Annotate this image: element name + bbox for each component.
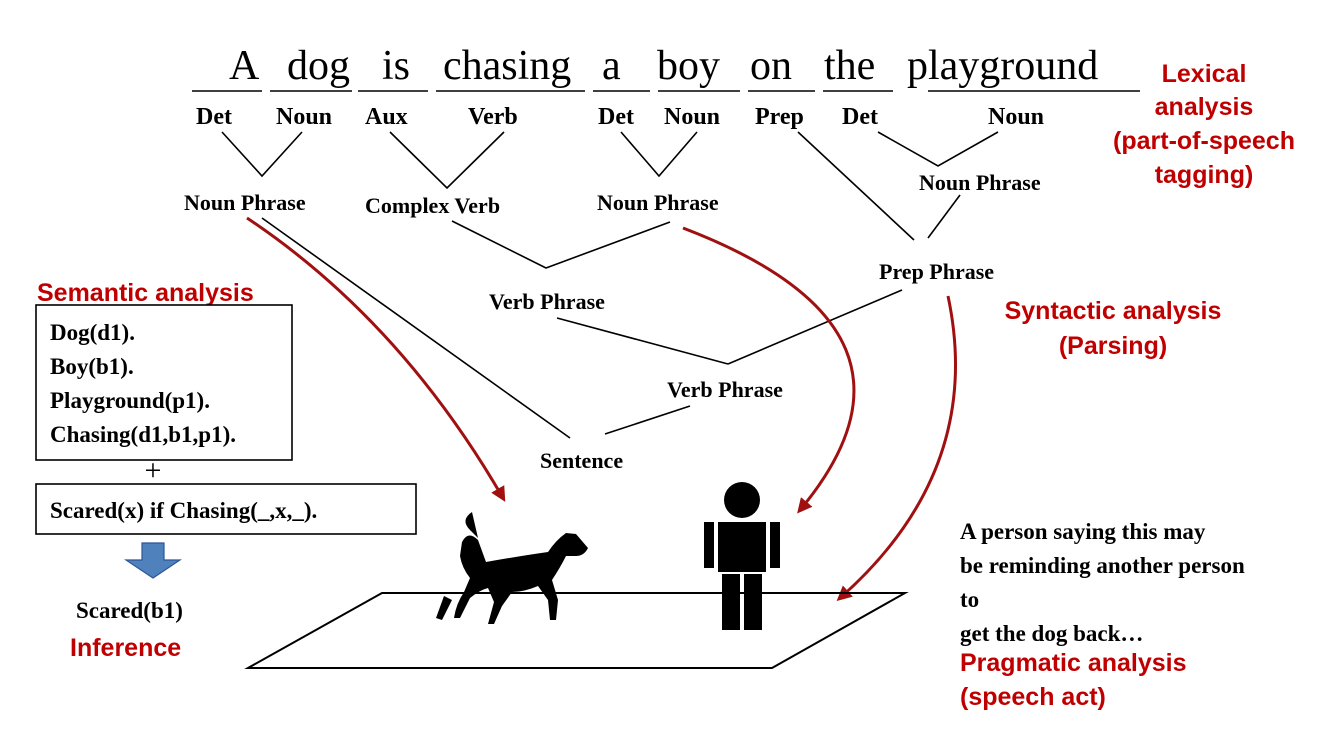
node-verb-phrase-1: Verb Phrase [489, 289, 605, 314]
word-a: A [229, 43, 260, 89]
tag-aux: Aux [365, 104, 408, 130]
inference-label: Inference [70, 634, 181, 662]
tag-det: Det [842, 104, 878, 130]
rule-box: Scared(x) if Chasing(_,x,_). [35, 483, 417, 535]
semantic-box: Dog(d1). Boy(b1). Playground(p1). Chasin… [35, 304, 293, 461]
arrow-np-to-boy [682, 226, 856, 514]
lexical-label-3: (part-of-speech [1113, 127, 1295, 155]
pragmatic-label-2: (speech act) [960, 683, 1106, 711]
syntactic-label-2: (Parsing) [1059, 332, 1167, 360]
parse-nodes: Noun Phrase Complex Verb Noun Phrase Nou… [184, 170, 1041, 473]
boy-torso [718, 522, 766, 572]
fact-chasing: Chasing(d1,b1,p1). [50, 422, 236, 447]
node-complex-verb: Complex Verb [365, 193, 500, 218]
node-noun-phrase-3: Noun Phrase [919, 170, 1041, 195]
rule-box-frame [35, 483, 417, 535]
fact-boy: Boy(b1). [50, 354, 134, 379]
dog-tail [465, 512, 478, 538]
word-on: on [750, 43, 792, 89]
pragmatic-note: A person saying this may be reminding an… [960, 519, 1245, 646]
boy-right-leg [744, 574, 762, 630]
pos-tags: Det Noun Aux Verb Det Noun Prep Det Noun [196, 104, 1044, 130]
word-boy: boy [657, 43, 720, 89]
node-verb-phrase-2: Verb Phrase [667, 377, 783, 402]
pragmatic-note-line-4: get the dog back… [960, 621, 1143, 646]
fact-playground: Playground(p1). [50, 388, 210, 413]
tag-noun: Noun [276, 104, 332, 130]
edge [620, 131, 698, 178]
edge [927, 194, 961, 239]
pragmatic-note-line-2: be reminding another person [960, 553, 1245, 578]
lexical-label-1: Lexical [1162, 60, 1247, 88]
playground-shape [244, 592, 909, 669]
word-dog: dog [287, 43, 350, 89]
boy-left-leg [722, 574, 740, 630]
tag-det: Det [196, 104, 232, 130]
rule-text: Scared(x) if Chasing(_,x,_). [50, 498, 317, 523]
semantic-label: Semantic analysis [37, 279, 254, 307]
dog-body [454, 533, 588, 624]
arrow-np-to-dog [246, 216, 506, 502]
edge [727, 289, 903, 365]
parse-tree-edges [221, 131, 999, 439]
node-noun-phrase-1: Noun Phrase [184, 190, 306, 215]
tag-det: Det [598, 104, 634, 130]
tag-prep: Prep [755, 104, 804, 130]
down-arrow-icon [124, 542, 182, 579]
boy-silhouette [704, 482, 780, 630]
edge [604, 405, 691, 435]
reference-arrows [246, 216, 958, 601]
word-playground: playground [907, 43, 1098, 89]
word-chasing: chasing [443, 43, 571, 89]
edge [797, 131, 915, 241]
edge [389, 131, 505, 190]
semantic-box-frame [35, 304, 293, 461]
pragmatic-note-line-1: A person saying this may [960, 519, 1206, 544]
tag-noun: Noun [664, 104, 720, 130]
tag-noun: Noun [988, 104, 1044, 130]
node-sentence: Sentence [540, 448, 623, 473]
plus-sign: + [145, 454, 162, 487]
word-a2: a [602, 43, 621, 89]
edge [556, 317, 729, 365]
edge [221, 131, 303, 178]
dog-leg [436, 596, 452, 620]
pragmatic-note-line-3: to [960, 587, 979, 612]
word-the: the [824, 43, 875, 89]
syntactic-label-1: Syntactic analysis [1005, 297, 1222, 325]
dog-silhouette [436, 512, 588, 624]
boy-head [724, 482, 760, 518]
word-is: is [382, 43, 410, 89]
edge [261, 217, 571, 439]
analysis-labels: Lexical analysis (part-of-speech tagging… [37, 60, 1295, 711]
pragmatic-label-1: Pragmatic analysis [960, 649, 1187, 677]
arrow-pp-to-playground [836, 295, 958, 601]
fact-dog: Dog(d1). [50, 320, 135, 345]
boy-right-arm [770, 522, 780, 568]
boy-left-arm [704, 522, 714, 568]
edge [451, 220, 671, 269]
tag-verb: Verb [468, 104, 518, 130]
lexical-label-4: tagging) [1155, 161, 1254, 189]
lexical-label-2: analysis [1155, 93, 1254, 121]
node-noun-phrase-2: Noun Phrase [597, 190, 719, 215]
edge [877, 131, 999, 167]
inference-result: Scared(b1) [76, 598, 183, 623]
sentence: A dog is chasing a boy on the playground [192, 43, 1140, 92]
node-prep-phrase: Prep Phrase [879, 259, 994, 284]
